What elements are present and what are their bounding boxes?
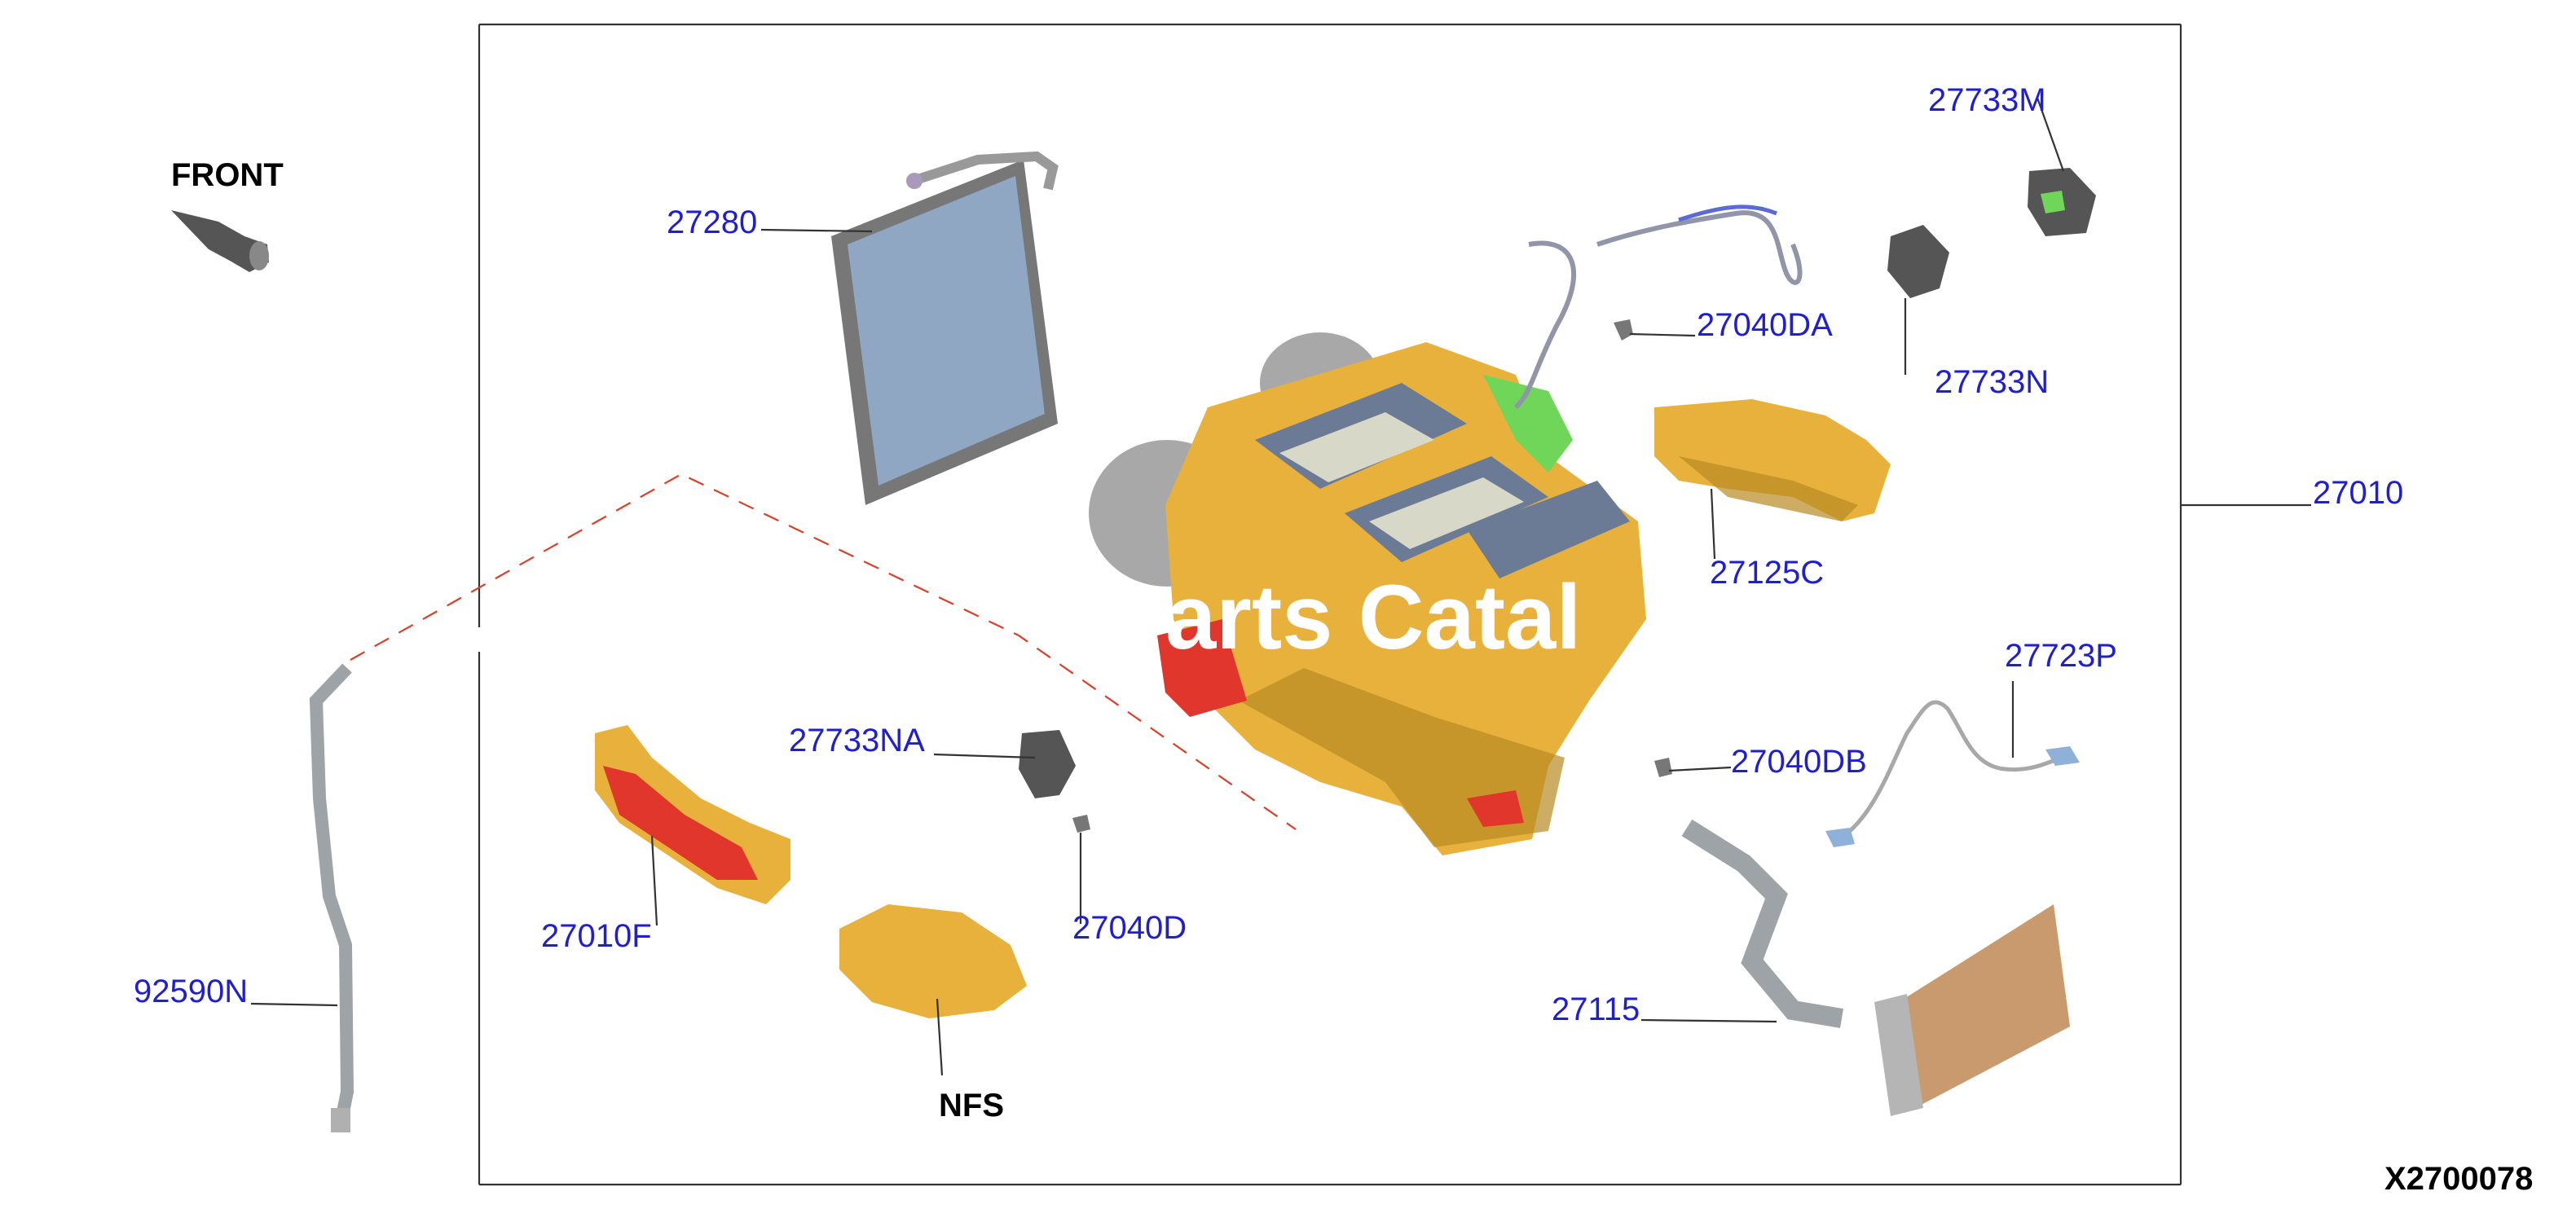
part-label-27010F: 27010F [541, 918, 652, 954]
part-label-27280: 27280 [667, 204, 757, 240]
part-label-27040DA: 27040DA [1697, 307, 1833, 343]
red-dashed-boundary [350, 473, 1297, 830]
part-label-92590N: 92590N [134, 974, 248, 1009]
duct-nfs [839, 904, 1027, 1018]
part-label-27040D: 27040D [1072, 910, 1187, 946]
part-label-27115: 27115 [1552, 991, 1640, 1027]
screw-27040DA [1614, 319, 1633, 341]
hose-92590N [309, 663, 354, 1132]
hvac-unit-housing [1089, 332, 1646, 855]
nfs-label: NFS [939, 1088, 1004, 1123]
screw-27040DB [1654, 758, 1672, 777]
part-label-27733M: 27733M [1928, 82, 2046, 118]
front-label: FRONT [171, 157, 284, 193]
wire-harness-27723P [1840, 700, 2071, 840]
watermark-text: arts Catal [1165, 566, 1581, 668]
screw-27040D [1072, 815, 1090, 833]
actuator-27733N [1887, 225, 1949, 298]
actuator-27733NA [1019, 730, 1076, 798]
part-label-27040DB: 27040DB [1731, 744, 1867, 780]
part-label-27125C: 27125C [1710, 555, 1824, 591]
assembly-frame [478, 23, 2182, 1186]
part-label-27723P: 27723P [2005, 638, 2117, 674]
part-label-27010: 27010 [2313, 475, 2403, 511]
duct-27125C [1654, 399, 1891, 521]
wire-harness-upper [1513, 210, 1803, 410]
part-label-27733N: 27733N [1935, 364, 2049, 400]
front-direction-arrow-icon [171, 210, 269, 272]
duct-27010F [595, 725, 790, 904]
leader-lines [250, 97, 2311, 1076]
diagram-code: X2700078 [2384, 1161, 2533, 1197]
evaporator-core [831, 151, 1059, 505]
heater-core-27115 [1681, 819, 2070, 1116]
part-label-27733NA: 27733NA [789, 723, 925, 758]
actuator-27733M [2028, 168, 2096, 236]
